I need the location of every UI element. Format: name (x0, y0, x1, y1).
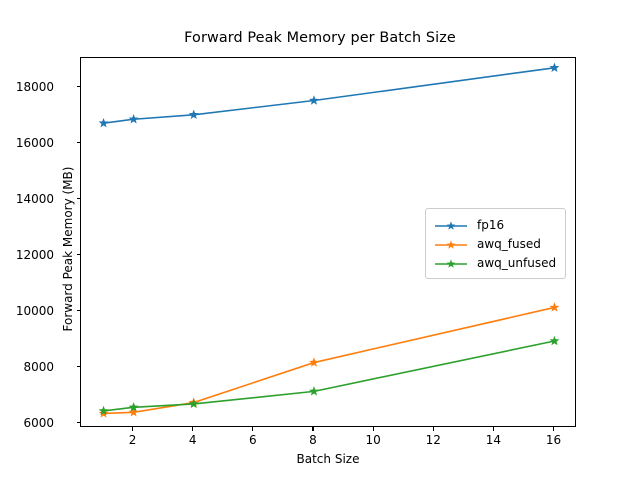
x-tick-mark (372, 427, 374, 431)
data-point-marker-fp16 (549, 62, 560, 72)
legend-item-fp16[interactable]: fp16 (434, 215, 556, 234)
data-point-marker-fp16 (309, 95, 319, 105)
x-tick-label: 2 (128, 433, 137, 447)
legend-label: awq_fused (477, 236, 541, 251)
plot-area (80, 57, 576, 427)
y-tick-mark (76, 86, 80, 88)
y-tick-label: 10000 (15, 303, 54, 318)
x-tick-label: 4 (188, 433, 197, 447)
y-tick-label: 16000 (15, 135, 54, 150)
x-tick-mark (492, 427, 494, 431)
data-point-marker-awq_unfused (549, 335, 560, 346)
y-tick-mark (76, 254, 80, 256)
y-tick-label: 12000 (15, 247, 54, 262)
y-axis-label: Forward Peak Memory (MB) (61, 166, 75, 332)
x-tick-mark (432, 427, 434, 431)
y-tick-label: 18000 (15, 79, 54, 94)
legend-swatch-icon (434, 237, 468, 251)
series-line-awq_unfused (103, 340, 555, 412)
data-point-marker-awq_unfused (309, 386, 319, 396)
y-tick-mark (76, 366, 80, 368)
x-tick-label: 8 (309, 433, 317, 447)
y-tick-label: 14000 (15, 191, 54, 206)
x-tick-mark (552, 427, 554, 431)
legend-swatch-icon (434, 256, 468, 270)
data-point-marker-fp16 (188, 109, 199, 119)
data-point-marker-awq_unfused (188, 398, 199, 409)
x-tick-label: 16 (545, 433, 562, 447)
legend-item-awq_unfused[interactable]: awq_unfused (434, 253, 556, 272)
legend-label: awq_unfused (477, 255, 557, 270)
x-tick-label: 14 (485, 433, 501, 447)
data-point-marker-awq_fused (128, 407, 139, 417)
series-line-awq_fused (103, 306, 555, 415)
chart-legend: fp16 awq_fused awq_unfused (425, 208, 567, 279)
series-lines (98, 62, 560, 418)
data-point-marker-awq_fused (549, 302, 560, 312)
data-point-marker-awq_unfused (128, 402, 139, 412)
data-point-marker-fp16 (128, 114, 139, 124)
data-point-marker-awq_fused (309, 357, 319, 367)
data-point-marker-fp16 (98, 117, 109, 128)
x-tick-label: 10 (365, 433, 381, 447)
y-tick-mark (76, 198, 80, 200)
x-tick-label: 6 (249, 433, 257, 447)
x-tick-mark (312, 427, 314, 431)
series-line-fp16 (103, 66, 555, 124)
data-point-marker-awq_unfused (98, 405, 109, 416)
legend-item-awq_fused[interactable]: awq_fused (434, 234, 556, 253)
x-tick-mark (252, 427, 254, 431)
legend-label: fp16 (477, 217, 505, 232)
y-tick-mark (76, 421, 80, 424)
x-tick-mark (192, 427, 194, 431)
chart-title: Forward Peak Memory per Batch Size (184, 30, 456, 46)
y-tick-label: 6000 (23, 415, 54, 430)
x-tick-label: 12 (425, 433, 441, 447)
x-tick-mark (132, 427, 134, 431)
y-tick-mark (76, 310, 80, 312)
x-axis-label: Batch Size (296, 452, 360, 466)
legend-swatch-icon (434, 218, 468, 232)
y-tick-mark (76, 142, 80, 144)
y-tick-label: 8000 (23, 359, 54, 374)
